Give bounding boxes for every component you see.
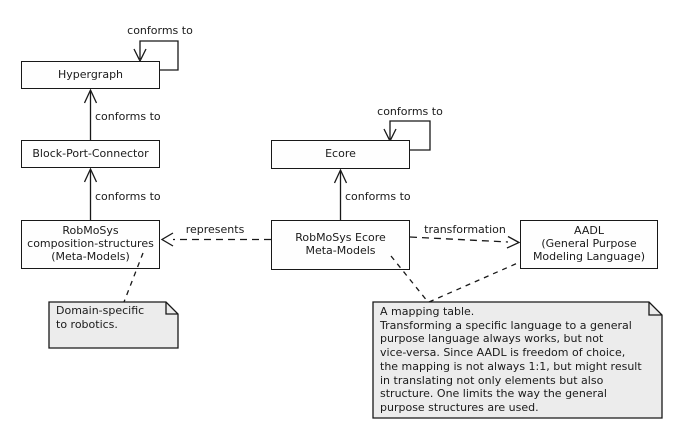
note-mapping-table-line7: structure. One limits the way the genera… [380,387,607,401]
anchor-mapping-to-aadl [428,261,521,303]
note-domain-specific-shape [48,301,179,349]
label-conforms-to-hypergraph-loop: conforms to [127,24,193,37]
edge-transformation-arrowhead-icon [506,235,521,249]
note-mapping-table-shape [372,301,663,419]
node-robmosys-ecore-line1: RobMoSys Ecore [295,231,386,245]
edge-ecoremm-ecore-arrowhead-icon [333,168,348,184]
note-mapping-table-line6: in translating not only elements but als… [380,373,604,387]
node-aadl-line1: AADL [574,224,604,238]
node-robmosys-ecore-line2: Meta-Models [305,244,376,257]
anchor-domain-specific [123,252,144,303]
note-domain-specific-text: Domain-specific to robotics. [56,304,144,331]
note-mapping-table-line1: A mapping table. [380,305,475,318]
note-domain-specific-line1: Domain-specific [56,304,145,317]
label-represents: represents [185,223,245,236]
node-hypergraph: Hypergraph [21,61,160,89]
node-aadl-line3: Modeling Language) [532,249,646,263]
node-robmosys-composition: RobMoSys composition-structures (Meta-Mo… [21,220,160,269]
edge-comp-bpc-arrowhead-icon [83,167,98,183]
note-mapping-table-line8: purpose structures are used. [380,400,539,414]
node-block-port-connector: Block-Port-Connector [21,140,160,168]
label-conforms-to-comp-bpc: conforms to [95,190,161,203]
note-mapping-table-line2: Transforming a specific language to a ge… [380,318,632,332]
label-conforms-to-bpc-hypergraph: conforms to [95,110,161,123]
hypergraph-self-loop-line [139,40,179,71]
label-transformation: transformation [424,223,506,236]
node-ecore-label: Ecore [325,147,356,161]
note-domain-specific-fold-icon [165,302,178,315]
node-hypergraph-label: Hypergraph [57,67,124,81]
node-ecore: Ecore [271,140,410,169]
edge-represents-arrowhead-icon [160,232,174,247]
node-aadl-line2: (General Purpose [541,237,637,251]
note-mapping-table-fold-icon [648,302,662,316]
edge-bpc-hypergraph-arrowhead-icon [83,88,98,104]
node-robmosys-ecore: RobMoSys Ecore Meta-Models [271,220,410,270]
note-mapping-table-line3: purpose language always works, but not [380,332,604,346]
note-mapping-table-text: A mapping table. Transforming a specific… [380,305,642,415]
label-conforms-to-ecoremm-ecore: conforms to [345,190,411,203]
node-robmosys-composition-line1: RobMoSys [62,224,119,238]
node-robmosys-composition-line3: (Meta-Models) [51,249,130,263]
node-robmosys-composition-line2: composition-structures [27,237,154,251]
note-mapping-table-line4: vice-versa. Since AADL is freedom of cho… [380,346,626,360]
node-aadl: AADL (General Purpose Modeling Language) [520,220,658,269]
label-conforms-to-ecore-loop: conforms to [377,105,443,118]
ecore-self-loop-line [389,120,431,151]
note-mapping-table-line5: the mapping is not always 1:1, but might… [380,359,642,373]
node-block-port-connector-label: Block-Port-Connector [32,146,149,160]
note-domain-specific-line2: to robotics. [56,317,118,331]
anchor-mapping-to-ecoremm [390,255,429,303]
edge-transformation [409,236,509,243]
